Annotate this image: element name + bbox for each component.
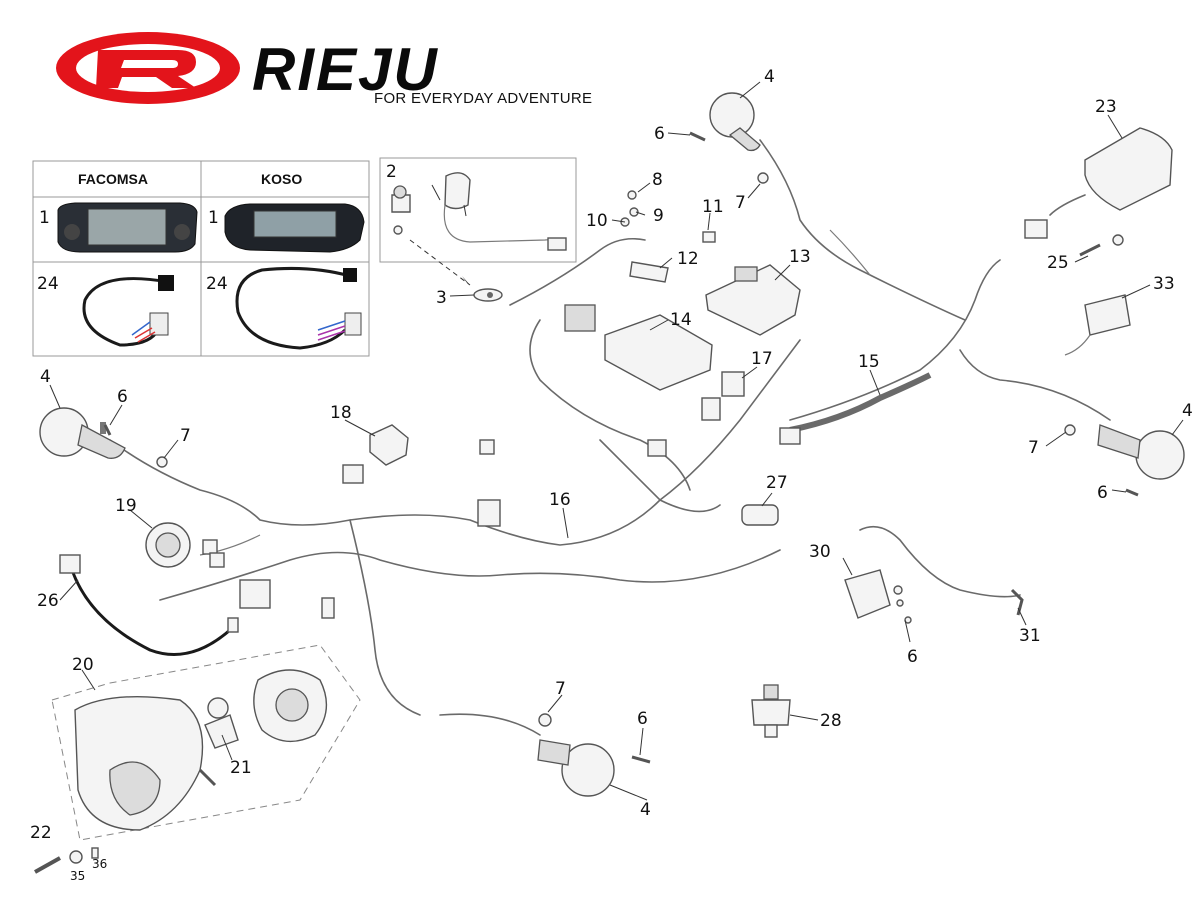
callout-4-top: 4: [764, 67, 775, 87]
callout-16: 16: [549, 490, 571, 510]
callout-13: 13: [789, 247, 811, 267]
pressure-switch-28: [751, 684, 791, 738]
callout-24-facomsa: 24: [37, 274, 59, 294]
callout-22: 22: [30, 823, 52, 843]
callout-6-right: 6: [1097, 483, 1108, 503]
callout-33: 33: [1153, 274, 1175, 294]
callout-26: 26: [37, 591, 59, 611]
koso-harness-image: [235, 266, 362, 350]
koso-dashboard-image: [224, 203, 365, 253]
turn-signal-right: [1097, 424, 1185, 480]
callout-6-bottom: 6: [637, 709, 648, 729]
callout-4-left: 4: [40, 367, 51, 387]
ignition-coil-30: [844, 569, 1024, 619]
callout-20: 20: [72, 655, 94, 675]
header-koso: KOSO: [261, 171, 302, 187]
turn-signal-bottom: [537, 739, 615, 797]
callout-2: 2: [386, 162, 397, 182]
callout-1-facomsa: 1: [39, 208, 50, 228]
callout-25: 25: [1047, 253, 1069, 273]
callout-9: 9: [653, 206, 664, 226]
connector-27: [741, 504, 779, 526]
callout-6-mid: 6: [907, 647, 918, 667]
small-hardware: [34, 847, 99, 874]
callout-7-top: 7: [735, 193, 746, 213]
turn-signal-left: [39, 407, 126, 459]
callout-35: 35: [70, 869, 85, 883]
callout-27: 27: [766, 473, 788, 493]
callout-31: 31: [1019, 626, 1041, 646]
header-facomsa: FACOMSA: [78, 171, 148, 187]
callout-30: 30: [809, 542, 831, 562]
callout-8: 8: [652, 170, 663, 190]
relay-33: [1064, 294, 1131, 356]
callout-6-left: 6: [117, 387, 128, 407]
leader-lines: [49, 81, 1184, 801]
relay-17: [701, 371, 745, 421]
harness-connectors: [239, 439, 667, 619]
callout-17: 17: [751, 349, 773, 369]
headlight-assembly-20: [51, 644, 361, 841]
bolt-25: [1079, 234, 1124, 257]
callout-4-right: 4: [1182, 401, 1193, 421]
tail-light: [1024, 127, 1173, 239]
main-wiring-harness: [109, 139, 1111, 736]
callout-12: 12: [677, 249, 699, 269]
logo-wordmark: RIEJU: [252, 36, 439, 103]
flasher-relay-18: [342, 424, 409, 484]
sensor-12: [620, 190, 716, 283]
callout-18: 18: [330, 403, 352, 423]
cdi-14: [564, 304, 713, 391]
ecu-13: [705, 264, 801, 336]
callout-14: 14: [670, 310, 692, 330]
callout-7-left: 7: [180, 426, 191, 446]
sub-harness-15: [779, 372, 932, 445]
callout-24-koso: 24: [206, 274, 228, 294]
callout-28: 28: [820, 711, 842, 731]
callout-21: 21: [230, 758, 252, 778]
callout-36: 36: [92, 857, 107, 871]
callout-4-bottom: 4: [640, 800, 651, 820]
callout-1-koso: 1: [208, 208, 219, 228]
cable-26: [59, 554, 239, 656]
callout-3: 3: [436, 288, 447, 308]
callout-7-bottom: 7: [555, 679, 566, 699]
turn-signal-top: [709, 92, 761, 152]
callout-7-right: 7: [1028, 438, 1039, 458]
callout-6-top: 6: [654, 124, 665, 144]
horn-19: [145, 522, 225, 568]
callout-23: 23: [1095, 97, 1117, 117]
facomsa-dashboard-image: [57, 202, 198, 253]
callout-15: 15: [858, 352, 880, 372]
key-ring-3: [473, 288, 503, 302]
callout-19: 19: [115, 496, 137, 516]
callout-labels: 4 6 7 8 9 10 11 12 13 14 23 25 33 15 4 7…: [30, 67, 1193, 883]
dashboard-options-table: FACOMSA KOSO 1 1 24 24: [32, 160, 370, 357]
rieju-logo: RIEJU FOR EVERYDAY ADVENTURE: [56, 32, 592, 107]
ignition-switch-inset: 2: [379, 157, 577, 286]
logo-tagline: FOR EVERYDAY ADVENTURE: [374, 90, 592, 107]
facomsa-harness-image: [82, 275, 174, 347]
callout-11: 11: [702, 197, 724, 217]
callout-10: 10: [586, 211, 608, 231]
